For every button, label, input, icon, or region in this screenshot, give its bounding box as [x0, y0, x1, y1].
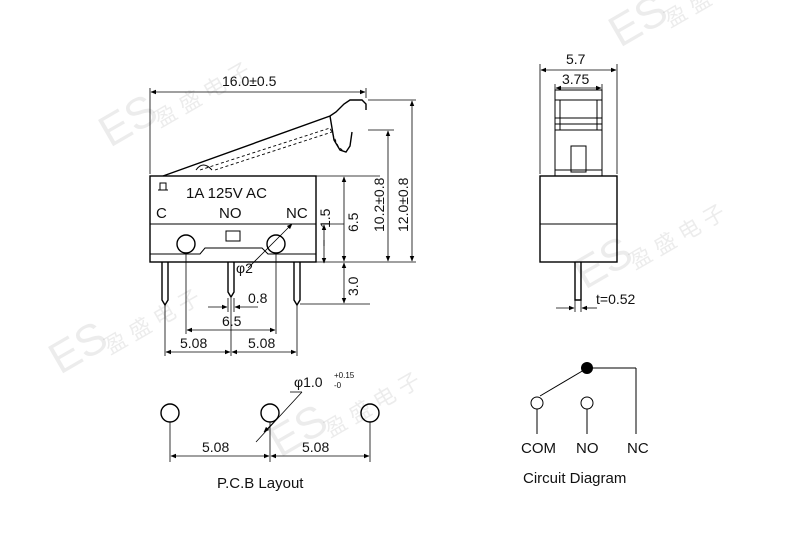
hole-dia-label: φ2 [236, 260, 253, 276]
dim-pitch-right: 5.08 [248, 335, 275, 351]
dim-pitch-left: 5.08 [180, 335, 207, 351]
terminal-nc-label: NC [286, 205, 308, 222]
pcb-dim-pitch-right: 5.08 [302, 439, 329, 455]
svg-text:ES: ES [91, 85, 166, 157]
dim-step: 1.5 [317, 208, 333, 228]
switch-side-view: 5.7 3.75 t=0.52 [539, 51, 636, 312]
svg-text:盈 盛 电 子: 盈 盛 电 子 [150, 58, 255, 133]
circuit-diagram: COM NO NC Circuit Diagram [521, 362, 649, 487]
dim-body-lower: 6.5 [345, 212, 361, 232]
com-contact [530, 396, 544, 410]
watermark: ES 盈 盛 电 子 ES 盈 盛 电 子 ES 盈 盛 电 子 ES 盈 盛 … [41, 0, 765, 467]
pcb-tol-plus: +0.15 [334, 371, 355, 380]
switch-arm [539, 369, 585, 397]
terminal-no-label: NO [219, 205, 242, 222]
dim-pin-width: 0.8 [248, 290, 268, 306]
pcb-title: P.C.B Layout [217, 475, 304, 492]
svg-text:盈 盛 电 子: 盈 盛 电 子 [660, 0, 765, 32]
lever-outline [162, 99, 367, 177]
switch-front-view: 1A 125V AC C NO NC φ2 16.0±0.5 [149, 73, 416, 356]
mount-hole-right [266, 234, 286, 254]
circuit-title: Circuit Diagram [523, 470, 626, 487]
dim-hole-offset: 6.5 [222, 313, 242, 329]
pcb-hole-dia: φ1.0 [294, 374, 323, 390]
switch-body [149, 175, 317, 263]
mount-hole-left [176, 234, 196, 254]
lever-hidden [199, 127, 345, 171]
dim-side-width: 5.7 [566, 51, 586, 67]
no-contact [580, 396, 594, 410]
svg-text:ES: ES [566, 227, 641, 299]
dim-side-inner-width: 3.75 [562, 71, 589, 87]
svg-text:盈 盛 电 子: 盈 盛 电 子 [625, 200, 730, 275]
pcb-hole-left [160, 403, 180, 423]
svg-text:ES: ES [41, 312, 116, 384]
rating-label: 1A 125V AC [186, 185, 267, 202]
pcb-tol-minus: -0 [334, 381, 342, 390]
dim-height-body: 10.2±0.8 [371, 177, 387, 232]
pcb-dim-pitch-left: 5.08 [202, 439, 229, 455]
dim-overall-length: 16.0±0.5 [222, 73, 277, 89]
dim-height-total: 12.0±0.8 [395, 177, 411, 232]
terminal-c-label: C [156, 205, 167, 222]
dim-pin-length: 3.0 [345, 276, 361, 296]
circuit-label-no: NO [576, 440, 599, 457]
pcb-layout: 5.08 5.08 φ1.0 +0.15 -0 P.C.B Layout [160, 371, 380, 492]
lever-bend [329, 115, 353, 153]
circuit-label-nc: NC [627, 440, 649, 457]
circuit-label-com: COM [521, 440, 556, 457]
dim-pin-thickness: t=0.52 [596, 291, 636, 307]
